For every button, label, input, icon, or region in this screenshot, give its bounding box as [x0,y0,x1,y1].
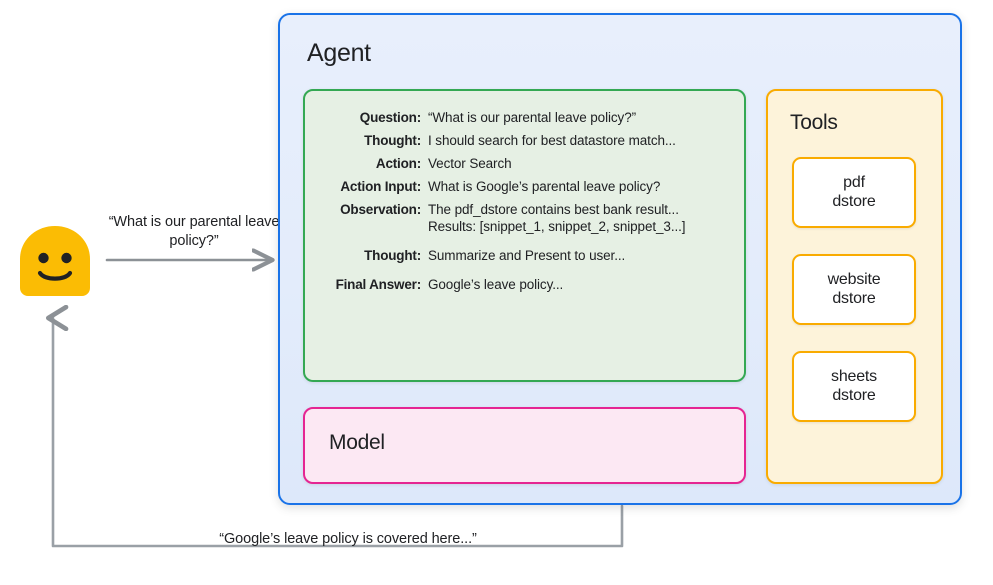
tool-card-pdf-dstore[interactable]: pdf dstore [792,157,916,228]
table-row: Observation: The pdf_dstore contains bes… [305,202,744,234]
trace-label: Final Answer: [335,277,422,292]
response-label: “Google’s leave policy is covered here..… [219,531,477,547]
tool-card-list: pdf dstore website dstore sheets dstore [792,157,916,448]
trace-value: Vector Search [428,156,512,171]
tools-title: Tools [790,111,838,134]
tool-card-sheets-dstore[interactable]: sheets dstore [792,351,916,422]
tool-card-line2: dstore [832,192,876,210]
trace-value-main: What is Google’s parental leave policy? [428,179,661,194]
tool-card-website-dstore[interactable]: website dstore [792,254,916,325]
tool-card-line2: dstore [832,289,876,307]
tool-card-line1: pdf [843,173,865,191]
trace-value-main: “What is our parental leave policy?” [428,110,636,125]
table-row: Final Answer: Google’s leave policy... [305,277,744,292]
table-row: Action: Vector Search [305,156,744,171]
trace-label: Action: [375,156,421,171]
trace-value: Summarize and Present to user... [428,248,625,263]
trace-label: Observation: [340,202,421,217]
trace-value-main: The pdf_dstore contains best bank result… [428,202,679,217]
user-avatar [18,224,92,298]
table-row: Thought: I should search for best datast… [305,133,744,148]
trace-value-main: Google’s leave policy... [428,277,564,292]
trace-label: Question: [359,110,421,125]
trace-value-sub: Results: [snippet_1, snippet_2, snippet_… [428,219,686,234]
trace-value-main: Vector Search [428,156,512,171]
tools-panel: Tools pdf dstore website dstore sheets d… [766,89,943,484]
trace-row-list: Question: “What is our parental leave po… [305,110,744,300]
table-row: Action Input: What is Google’s parental … [305,179,744,194]
tool-card-line1: website [827,270,881,288]
trace-value-main: Summarize and Present to user... [428,248,626,263]
table-row: Question: “What is our parental leave po… [305,110,744,125]
trace-value-main: I should search for best datastore match… [428,133,676,148]
model-title: Model [329,431,385,454]
tool-card-line2: dstore [832,386,876,404]
reasoning-trace-panel: Question: “What is our parental leave po… [303,89,746,382]
table-row: Thought: Summarize and Present to user..… [305,248,744,263]
trace-value: What is Google’s parental leave policy? [428,179,660,194]
request-label: “What is our parental leave policy?” [108,214,280,249]
trace-label: Action Input: [340,179,421,194]
trace-value: I should search for best datastore match… [428,133,676,148]
tool-card-line1: sheets [831,367,877,385]
agent-title: Agent [307,39,371,67]
trace-value: Google’s leave policy... [428,277,563,292]
trace-value: “What is our parental leave policy?” [428,110,636,125]
trace-label: Thought: [364,133,421,148]
trace-label: Thought: [364,248,421,263]
trace-value: The pdf_dstore contains best bank result… [428,202,686,234]
smiley-face-avatar-icon [20,226,90,296]
model-panel: Model [303,407,746,484]
